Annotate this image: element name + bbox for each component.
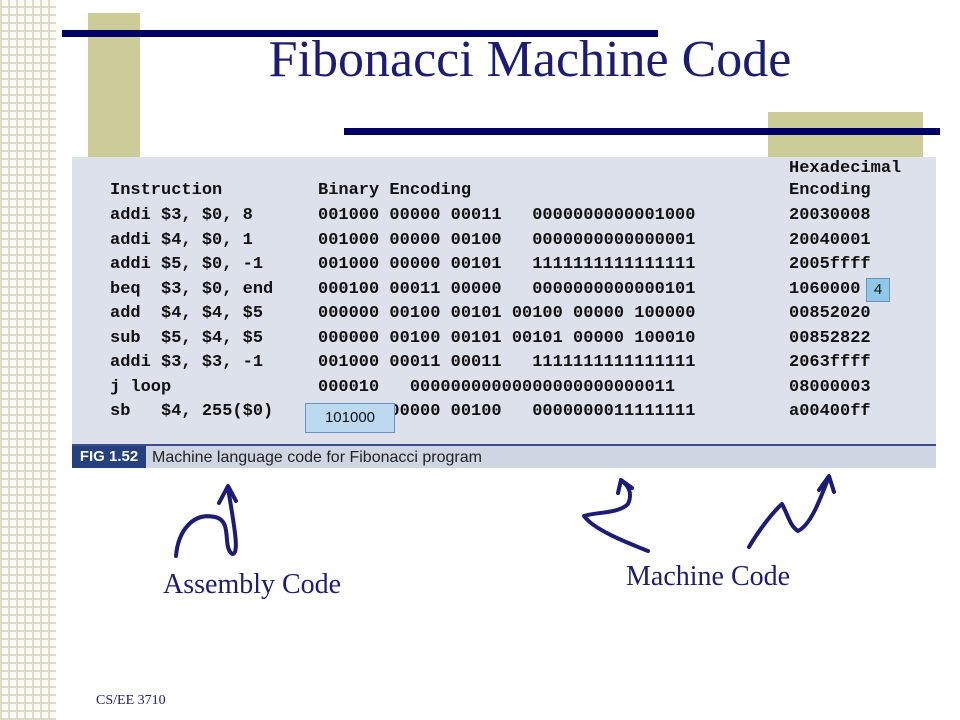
hex-cell: 00852020 [789, 304, 871, 323]
course-footer: CS/EE 3710 [96, 693, 166, 708]
decorative-navy-bar-right [344, 128, 940, 135]
hex-cell: 20040001 [789, 230, 871, 250]
decorative-olive-block-top [88, 13, 140, 160]
binary-cell: 000000 00100 00101 00100 00000 100000 [318, 304, 696, 323]
binary-cell: 000100 00011 00000 0000000000000101 [318, 279, 696, 299]
binary-cell: 00000 00100 0000000011111111 [318, 402, 696, 421]
table-row: add $4, $4, $5 000000 00100 00101 00100 … [72, 302, 936, 327]
binary-cell: 001000 00011 00011 1111111111111111 [318, 353, 696, 372]
arrow-to-hex-encoding [747, 477, 830, 549]
instruction-cell: add $4, $4, $5 [110, 304, 264, 323]
instruction-cell: j loop [110, 377, 172, 397]
assembly-code-label: Assembly Code [163, 569, 342, 600]
instruction-cell: addi $3, $3, -1 [110, 353, 264, 372]
header-encoding: Encoding [789, 181, 871, 200]
binary-cell: 001000 00000 00101 1111111111111111 [318, 255, 696, 274]
table-row: addi $3, $0, 8 001000 00000 00011 000000… [72, 204, 936, 229]
instruction-cell: addi $5, $0, -1 [110, 255, 264, 274]
figure-label: FIG 1.52 [72, 446, 146, 468]
arrowhead-assembly [217, 484, 238, 505]
instruction-cell: addi $4, $0, 1 [110, 230, 253, 250]
instruction-cell: addi $3, $0, 8 [110, 206, 253, 225]
arrow-to-assembly-code [174, 486, 238, 558]
hex-cell: 2063ffff [789, 353, 871, 372]
instruction-cell: sb $4, 255($0) [110, 402, 274, 421]
machine-code-label: Machine Code [626, 561, 791, 592]
machine-code-figure: Hexadecimal Instruction Binary Encoding … [72, 157, 936, 444]
header-instruction: Instruction [110, 181, 223, 200]
arrow-to-binary-encoding [582, 479, 650, 553]
header-binary-encoding: Binary Encoding [318, 181, 472, 200]
hex-cell: 2005ffff [789, 255, 871, 274]
hex-cell: 00852822 [789, 328, 871, 348]
instruction-cell: sub $5, $4, $5 [110, 328, 264, 348]
table-row: addi $5, $0, -1 001000 00000 00101 11111… [72, 253, 936, 278]
binary-cell: 000000 00100 00101 00101 00000 100010 [318, 328, 696, 348]
table-row: j loop 000010 00000000000000000000000011… [72, 376, 936, 401]
figure-caption-bar: FIG 1.52 Machine language code for Fibon… [72, 444, 936, 468]
header-hexadecimal: Hexadecimal [789, 159, 902, 178]
instruction-cell: beq $3, $0, end [110, 279, 274, 299]
arrowhead-hex [817, 474, 836, 494]
hex-cell: a00400ff [789, 402, 871, 421]
hex-digit-overlay-box: 4 [866, 278, 890, 302]
hex-cell: 20030008 [789, 206, 871, 225]
opcode-overlay-box: 101000 [305, 403, 395, 433]
decorative-left-strip [0, 0, 56, 720]
binary-cell: 001000 00000 00100 0000000000000001 [318, 230, 696, 250]
table-row: sb $4, 255($0) 00000 00100 0000000011111… [72, 400, 936, 425]
table-row: sub $5, $4, $5 000000 00100 00101 00101 … [72, 327, 936, 352]
arrowhead-binary [616, 478, 634, 495]
hex-cell: 1060000 [789, 279, 861, 299]
binary-cell: 001000 00000 00011 0000000000001000 [318, 206, 696, 225]
table-row: beq $3, $0, end 000100 00011 00000 00000… [72, 278, 936, 303]
table-row: addi $4, $0, 1 001000 00000 00100 000000… [72, 229, 936, 254]
figure-caption: Machine language code for Fibonacci prog… [152, 449, 482, 466]
table-row: addi $3, $3, -1 001000 00011 00011 11111… [72, 351, 936, 376]
binary-cell: 000010 00000000000000000000000011 [318, 377, 676, 397]
hex-cell: 08000003 [789, 377, 871, 397]
slide-title: Fibonacci Machine Code [268, 31, 792, 88]
decorative-navy-bar-top [62, 30, 658, 37]
instruction-table: addi $3, $0, 8 001000 00000 00011 000000… [72, 204, 936, 425]
